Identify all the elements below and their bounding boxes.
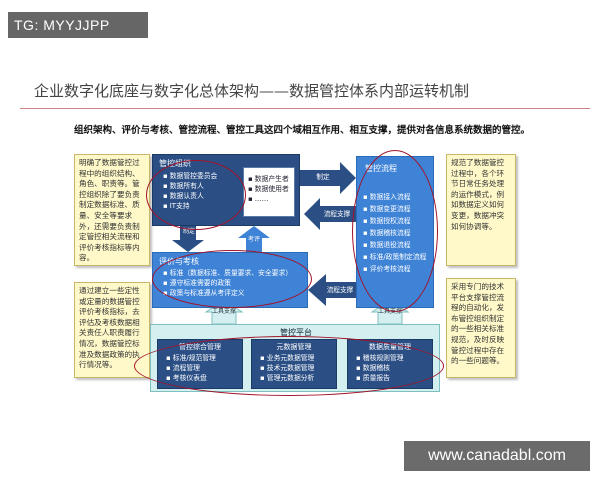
org-role: 数据产生者 bbox=[248, 174, 294, 184]
highlight-oval-platform bbox=[134, 336, 444, 396]
intro-text: 组织架构、评价与考核、管控流程、管控工具这四个域相互作用、相互支撑，提供对各信息… bbox=[74, 125, 531, 136]
note-org: 明确了数据管控过程中的组织结构、角色、职责等。管控组织除了要负责制定数据标准、质… bbox=[74, 154, 150, 266]
label-flow-support-2: 流程支撑 bbox=[326, 286, 354, 294]
org-role: 数据使用者 bbox=[248, 184, 294, 194]
label-tool-left: 工具支撑 bbox=[212, 308, 237, 315]
slide-title: 企业数字化底座与数字化总体架构——数据管控体系内部运转机制 bbox=[34, 82, 470, 100]
arrow-up-evaluate bbox=[238, 226, 270, 252]
note-process: 规范了数据管控过程中，各个环节日常任务处理的运作模式，例如数据定义如何变更，数据… bbox=[446, 154, 516, 266]
arrow-flow-support-1 bbox=[304, 198, 356, 230]
org-roles-box: 数据产生者 数据使用者 …… bbox=[243, 167, 295, 217]
title-divider bbox=[20, 108, 590, 109]
label-down-control: 制定 bbox=[182, 228, 195, 235]
arrow-down-control bbox=[172, 226, 204, 252]
highlight-oval-process bbox=[352, 150, 438, 312]
watermark-bottom: www.canadabl.com bbox=[404, 441, 590, 471]
highlight-oval-eval bbox=[152, 250, 312, 308]
arrow-control-right bbox=[300, 162, 356, 194]
note-eval: 通过建立一些定性或定量的数据管控评价考核指标，去评估及考核数据相关责任人职责履行… bbox=[74, 282, 150, 378]
watermark-top: TG: MYYJJPP bbox=[8, 12, 148, 38]
org-roles-list: 数据产生者 数据使用者 …… bbox=[244, 168, 294, 204]
org-role: …… bbox=[248, 194, 294, 204]
label-control: 制定 bbox=[316, 173, 330, 181]
label-up-evaluate: 考评 bbox=[247, 236, 260, 243]
note-platform: 采用专门的技术平台支撑管控流程的自动化，发布管控组织制定的一些相关标准规范，及时… bbox=[446, 278, 516, 378]
platform-header: 管控平台 bbox=[280, 328, 312, 337]
arrow-flow-support-2 bbox=[308, 274, 356, 306]
highlight-oval-org bbox=[146, 160, 246, 230]
label-flow-support-1: 流程支撑 bbox=[323, 210, 351, 218]
